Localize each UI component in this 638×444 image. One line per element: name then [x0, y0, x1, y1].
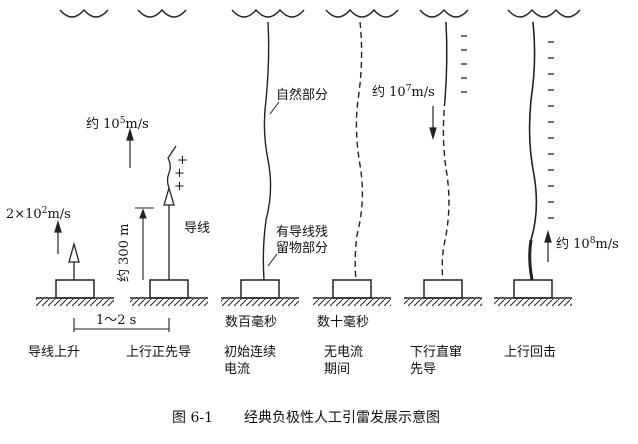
- rate-label-upward-leader: 约 105m/s: [86, 116, 149, 132]
- cloud-3: [231, 8, 305, 18]
- stage-label-5-line1: 下行直窜: [410, 345, 462, 360]
- rate-label-return-stroke: 约 108m/s: [556, 236, 619, 252]
- wire-label: 导线: [184, 221, 210, 236]
- plus-charge-2: +: [174, 166, 185, 181]
- plus-charge-1: +: [177, 153, 188, 168]
- rate-arrow-5: [429, 106, 437, 141]
- stage-label-3-line1: 初始连续: [224, 344, 276, 360]
- figure-title: 经典负极性人工引雷发展示意图: [244, 409, 440, 426]
- rate-arrow-1: [54, 219, 62, 254]
- stage-label-6: 上行回击: [504, 345, 556, 360]
- duration-tens-ms: 数十毫秒: [317, 314, 369, 330]
- pointer-residue: [267, 253, 278, 267]
- charge-ticks-5: [461, 35, 467, 93]
- stage-label-4-line1: 无电流: [324, 345, 363, 360]
- height-label: 约 300 m: [117, 224, 132, 282]
- rate-label-leader-rise: 2×102m/s: [6, 206, 71, 222]
- interval-label: 1～2 s: [96, 313, 136, 328]
- cloud-5: [419, 8, 469, 18]
- stage-label-2: 上行正先导: [126, 345, 191, 360]
- ground-5: [404, 279, 482, 306]
- rate-arrow-2: [126, 127, 134, 168]
- ground-6: [494, 279, 572, 306]
- cloud-4: [325, 8, 399, 18]
- channel-no-current: [354, 21, 364, 281]
- upward-leader: [163, 145, 177, 280]
- ground-3: [221, 279, 299, 306]
- natural-part-label: 自然部分: [276, 87, 328, 103]
- stage-label-3-line2: 电流: [224, 362, 250, 377]
- cloud-2: [137, 8, 187, 18]
- stage-label-4-line2: 期间: [324, 362, 350, 377]
- charge-ticks-6: [548, 41, 554, 219]
- interval-marker: [73, 318, 170, 332]
- rate-arrow-6: [544, 229, 552, 262]
- plus-charge-3: +: [174, 179, 185, 194]
- stage-label-5-line2: 先导: [410, 362, 436, 377]
- cloud-1: [59, 8, 109, 18]
- wire-residue-label-2: 留物部分: [276, 241, 328, 256]
- ground-1: [36, 279, 114, 306]
- channel-continuous: [262, 21, 272, 281]
- wire-residue-label-1: 有导线残: [276, 225, 328, 240]
- pointer-natural: [269, 101, 280, 115]
- rate-label-dart-leader: 约 107m/s: [372, 84, 435, 100]
- height-marker: [135, 207, 154, 280]
- return-stroke-channel: [528, 21, 538, 281]
- ground-2: [130, 279, 208, 306]
- ground-4: [313, 279, 391, 306]
- stage-label-1: 导线上升: [28, 345, 80, 360]
- rising-rocket: [68, 241, 80, 280]
- figure-number: 图 6-1: [172, 410, 213, 426]
- duration-hundreds-ms: 数百毫秒: [225, 314, 277, 330]
- dart-leader: [441, 21, 450, 281]
- cloud-6: [507, 8, 581, 18]
